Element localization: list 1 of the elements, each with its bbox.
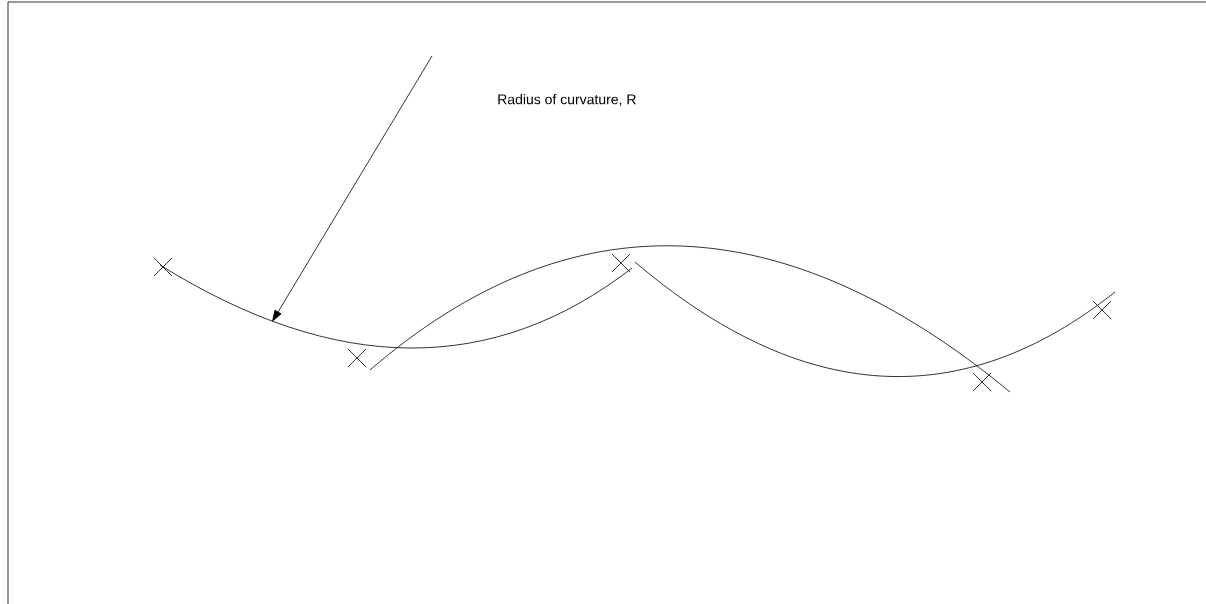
radius-label: Radius of curvature, R <box>498 94 636 106</box>
